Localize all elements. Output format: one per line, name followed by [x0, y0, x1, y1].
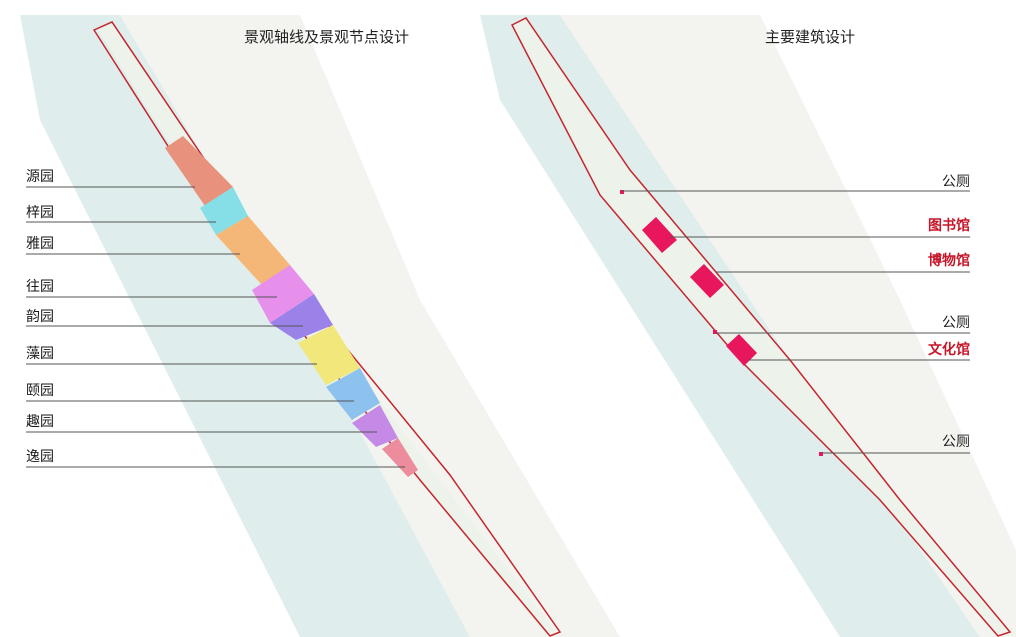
building-label-toilet-2: 公厕: [942, 315, 970, 331]
garden-label-yuan: 源园: [26, 169, 54, 185]
garden-label-yun: 韵园: [26, 309, 54, 325]
garden-zone-wang: [252, 265, 314, 323]
garden-zone-qu: [352, 405, 398, 447]
garden-label-wang: 往园: [26, 279, 54, 295]
garden-label-yi2: 逸园: [26, 449, 54, 465]
building-footprints: [620, 190, 823, 456]
garden-label-zao: 藻园: [26, 346, 54, 362]
garden-zone-zao: [298, 325, 360, 385]
garden-label-yi: 颐园: [26, 383, 54, 399]
building-label-culture-hall: 文化馆: [928, 342, 970, 358]
building-label-toilet-3: 公厕: [942, 434, 970, 450]
culture-hall-building: [726, 334, 757, 366]
right-panel-title: 主要建筑设计: [765, 28, 856, 46]
garden-leader-lines: [26, 186, 405, 468]
garden-zones: [165, 136, 418, 477]
garden-label-zi: 梓园: [26, 205, 54, 221]
garden-zone-yi: [326, 368, 380, 420]
garden-zone-ya: [216, 216, 290, 285]
building-leader-lines: [622, 190, 970, 454]
garden-label-ya: 雅园: [26, 236, 54, 252]
garden-zone-yuan: [165, 136, 233, 206]
garden-label-qu: 趣园: [26, 414, 54, 430]
building-label-toilet-1: 公厕: [942, 174, 970, 190]
building-label-museum: 博物馆: [928, 253, 970, 269]
right-site-boundary: [510, 17, 1012, 637]
garden-zone-yi2: [382, 438, 418, 477]
building-label-library: 图书馆: [928, 218, 970, 234]
left-bank-area: [120, 15, 620, 637]
garden-zone-zi: [200, 187, 248, 235]
right-site-map: [480, 15, 1016, 637]
library-building: [642, 217, 677, 253]
toilet-marker-2: [713, 330, 717, 334]
garden-zone-yun: [270, 294, 333, 340]
toilet-marker-1: [620, 190, 624, 194]
right-park-strip: [512, 18, 1008, 636]
right-bank-area: [560, 15, 1016, 637]
toilet-marker-3: [819, 452, 823, 456]
left-panel-title: 景观轴线及景观节点设计: [244, 28, 410, 46]
museum-building: [690, 264, 724, 298]
